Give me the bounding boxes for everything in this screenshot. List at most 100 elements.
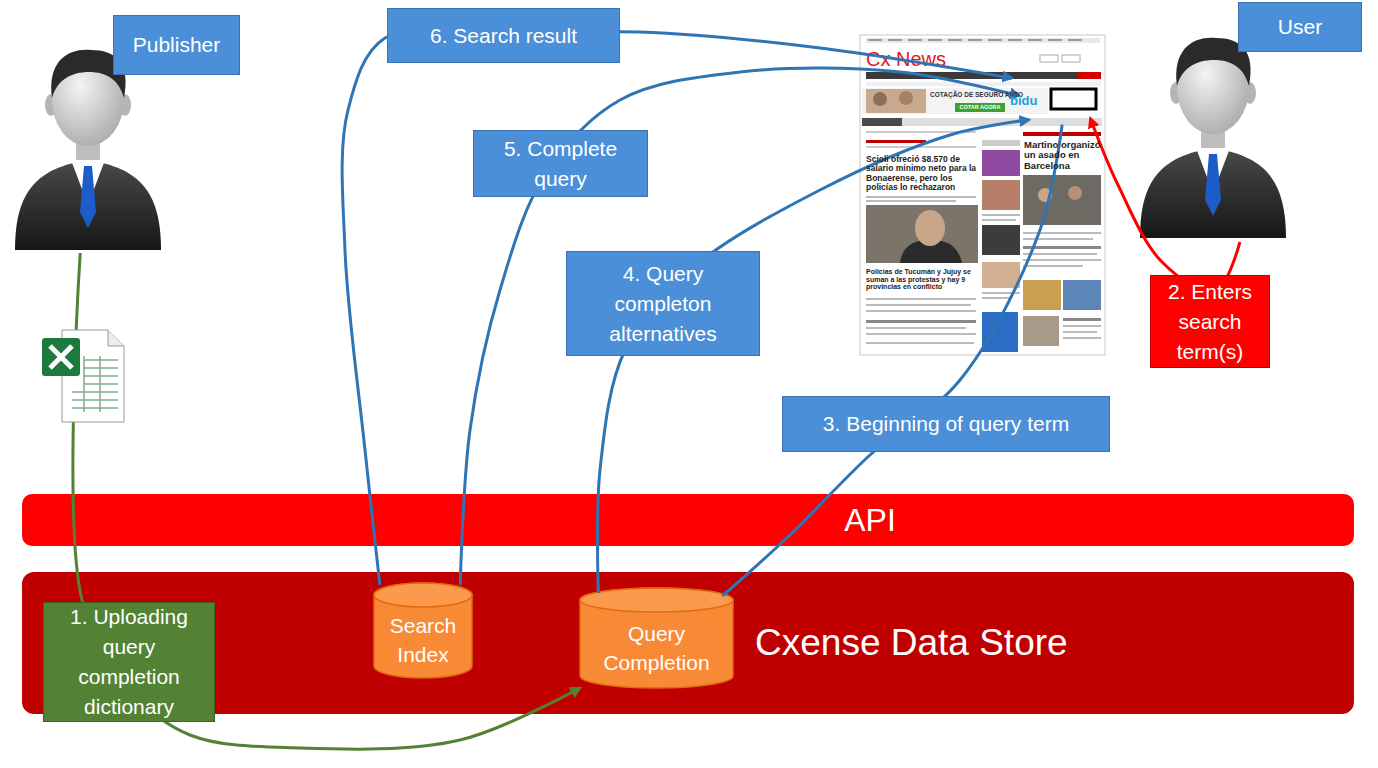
decor-rect	[866, 200, 956, 202]
decor-rect	[1023, 232, 1101, 234]
decor-rect	[982, 150, 1020, 176]
decor-circle	[1038, 188, 1052, 202]
decor-rect	[862, 118, 1102, 126]
page-snippet-text: bidu	[1010, 94, 1046, 108]
decor-rect	[866, 327, 966, 329]
decor-rect	[860, 35, 1105, 355]
spreadsheet-file-icon	[42, 330, 124, 422]
decor-rect	[1023, 316, 1059, 346]
decor-rect	[982, 292, 1020, 294]
decor-rect	[1068, 39, 1082, 41]
decor-rect	[982, 214, 1020, 216]
query-completion-cylinder: Query Completion	[580, 588, 733, 688]
decor-rect	[866, 333, 976, 335]
decor-rect	[1063, 331, 1097, 333]
decor-rect	[1063, 337, 1101, 339]
decor-rect	[1048, 39, 1062, 41]
decor-rect	[1023, 238, 1093, 240]
search-index-cylinder: Search Index	[374, 583, 472, 678]
decor-circle	[899, 91, 913, 105]
decor-rect	[982, 140, 1020, 146]
decor-rect	[42, 338, 80, 376]
decor-rect	[955, 103, 1005, 112]
decor-rect	[982, 225, 1020, 255]
decor-rect	[948, 39, 962, 41]
decor-rect	[866, 320, 976, 323]
decor-rect	[866, 72, 1101, 79]
data-store-band: Cxense Data StoreSearch IndexQuery Compl…	[22, 572, 1354, 714]
decor-rect	[866, 196, 976, 198]
decor-rect	[1051, 89, 1096, 109]
decor-rect	[1078, 72, 1101, 79]
user-actor: User	[1140, 2, 1362, 242]
node-text: API	[820, 500, 920, 540]
decor-rect	[982, 312, 1018, 352]
decor-path	[50, 346, 72, 368]
decor-rect	[982, 262, 1020, 288]
page-snippet-text: Policías de Tucumán y Jujuy se suman a l…	[866, 268, 980, 291]
decor-rect	[866, 310, 976, 312]
decor-rect	[968, 39, 982, 41]
decor-rect	[862, 88, 1048, 114]
decor-rect	[888, 39, 902, 41]
user-figure	[1140, 38, 1286, 238]
flow-connector	[597, 120, 1029, 593]
decor-rect	[866, 82, 1101, 86]
decor-rect	[982, 297, 1012, 299]
flow-connector	[1090, 118, 1240, 292]
decor-rect	[982, 180, 1020, 210]
cylinder-body	[374, 583, 472, 678]
node-text: Publisher	[113, 15, 240, 75]
node-text: Cx News	[866, 47, 986, 71]
decor-rect	[866, 298, 976, 300]
decor-rect	[1063, 325, 1101, 327]
decor-rect	[866, 205, 978, 263]
flow-connector	[722, 125, 1062, 596]
node-text: User	[1238, 2, 1362, 52]
decor-rect	[866, 146, 976, 148]
cylinder-top	[580, 588, 733, 612]
publisher-actor: Publisher	[15, 15, 240, 253]
decor-rect	[862, 118, 902, 126]
step-callout: 5. Complete query	[473, 130, 648, 197]
decor-rect	[982, 219, 1016, 221]
step-callout: 4. Query completon alternatives	[566, 251, 760, 356]
decor-rect	[866, 89, 926, 113]
decor-path	[72, 356, 118, 412]
node-text: Query Completion	[580, 612, 733, 684]
node-text: Search Index	[374, 605, 472, 675]
page-snippet-text: COTAÇÃO DE SEGURO AUTO	[930, 91, 1040, 98]
decor-rect	[1028, 39, 1042, 41]
decor-ellipse	[915, 210, 945, 246]
decor-circle	[873, 92, 887, 106]
cylinder-body	[580, 588, 733, 688]
api-band: API	[22, 494, 1354, 546]
decor-rect	[1062, 55, 1080, 62]
page-snippet-text: Martino organizó un asado en Barcelona	[1024, 140, 1102, 171]
decor-rect	[1008, 39, 1022, 41]
step-callout: 3. Beginning of query term	[782, 396, 1110, 452]
decor-rect	[1063, 280, 1101, 310]
decor-rect	[1063, 318, 1101, 321]
decor-rect	[1023, 246, 1101, 249]
decor-rect	[866, 304, 971, 306]
step-callout: 2. Enters search term(s)	[1150, 275, 1270, 368]
decor-rect	[866, 342, 974, 344]
decor-rect	[908, 39, 922, 41]
decor-rect	[1023, 132, 1101, 136]
step-callout: 6. Search result	[387, 8, 620, 63]
decor-rect	[1023, 253, 1097, 255]
decor-rect	[868, 39, 882, 41]
decor-path	[62, 330, 124, 422]
decor-rect	[866, 131, 976, 133]
decor-rect	[1023, 259, 1101, 261]
decor-rect	[928, 39, 942, 41]
decor-path	[108, 330, 124, 346]
decor-rect	[1023, 265, 1083, 267]
decor-rect	[1023, 175, 1101, 225]
web-page: Cx News	[860, 35, 1105, 355]
flow-connector	[460, 68, 1019, 585]
decor-rect	[866, 140, 926, 143]
